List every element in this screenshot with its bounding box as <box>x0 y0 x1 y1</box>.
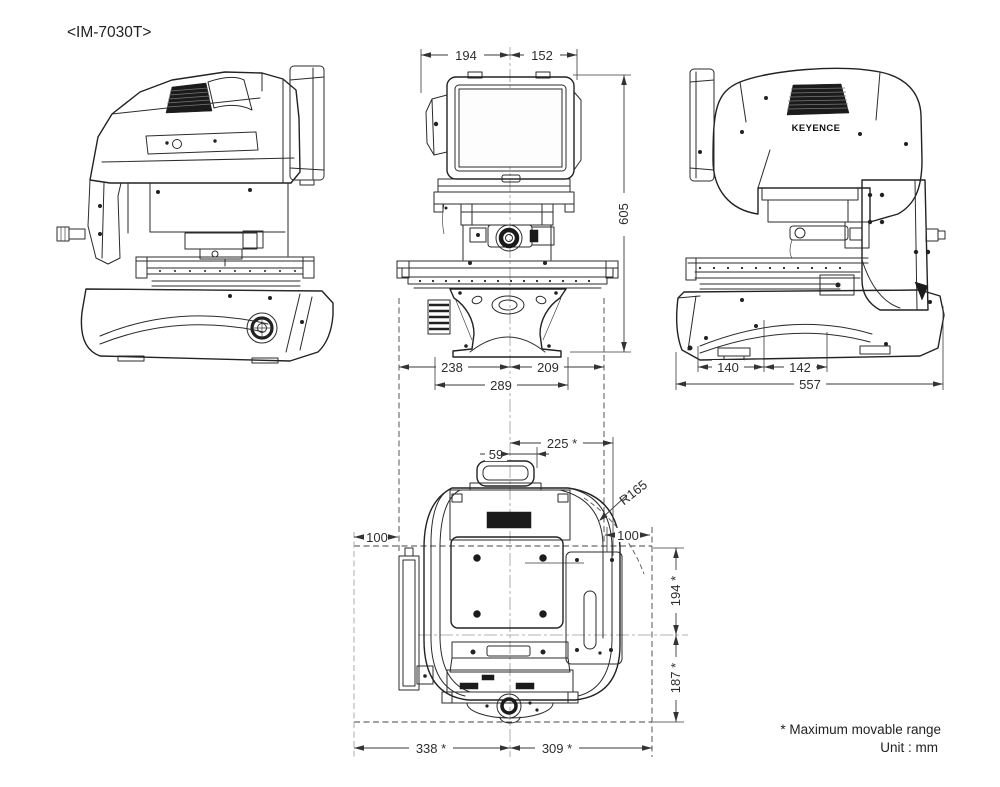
right-knob <box>925 228 946 242</box>
drawing-title: <IM-7030T> <box>67 24 151 41</box>
dim-front-top-left: 194 <box>455 48 477 63</box>
dimension-annotations: 194 152 605 238 209 289 140 142 <box>354 48 944 756</box>
monitor-top-edge <box>398 547 434 691</box>
left-knob <box>56 226 86 242</box>
stage-front <box>396 260 619 289</box>
right-side-view: KEYENCE <box>675 67 946 361</box>
monitor-front <box>425 71 582 183</box>
dim-front-bottom-left: 238 <box>441 360 463 375</box>
side-connector <box>427 299 451 335</box>
monitor-side-profile <box>289 65 325 186</box>
front-view <box>396 71 619 358</box>
body-outline-top <box>423 487 621 701</box>
stage-right-view <box>685 257 869 296</box>
dim-side-bottom-left: 140 <box>717 360 739 375</box>
note-unit: Unit : mm <box>880 740 938 755</box>
vent-grille <box>165 82 213 114</box>
stage-side <box>135 256 315 287</box>
control-strip <box>145 131 259 155</box>
dim-front-bottom-right: 209 <box>537 360 559 375</box>
dim-top-margin-right: 100 <box>617 528 639 543</box>
column-right <box>861 179 931 311</box>
footnotes: * Maximum movable range Unit : mm <box>780 722 941 755</box>
monitor-screen <box>458 88 563 168</box>
vent-top <box>486 511 532 529</box>
top-view <box>398 460 645 724</box>
left-side-view <box>56 65 334 364</box>
base-side <box>80 288 334 364</box>
stage-rails-top <box>441 641 579 704</box>
dim-front-top-right: 152 <box>531 48 553 63</box>
base-right-view <box>675 281 945 361</box>
dim-top-handle-offset: 59 <box>489 447 503 462</box>
dim-top-margin-left: 100 <box>366 530 388 545</box>
lens-assembly <box>462 224 555 265</box>
dim-side-total-depth: 557 <box>799 377 821 392</box>
keyence-logo: KEYENCE <box>792 123 841 134</box>
dim-top-range-bottom-right: 309 * <box>542 741 572 756</box>
dim-top-range-upper: 194 * <box>668 576 683 606</box>
stage-plate-top <box>450 536 584 629</box>
note-max-movable-range: * Maximum movable range <box>780 722 941 737</box>
carry-handle-top <box>469 460 542 491</box>
jog-dial <box>246 312 278 344</box>
dim-side-bottom-right: 142 <box>789 360 811 375</box>
dim-top-reach: 225 * <box>547 436 577 451</box>
base-nose-top <box>466 693 554 724</box>
right-plate-top <box>565 551 623 665</box>
head-right <box>712 67 923 223</box>
dim-top-range-bottom-left: 338 * <box>416 741 446 756</box>
arm-right <box>761 187 870 259</box>
dim-top-range-lower: 187 * <box>668 663 683 693</box>
dim-top-swing-radius: R165 <box>616 477 650 508</box>
dim-front-height: 605 <box>616 203 631 225</box>
dim-front-base-width: 289 <box>490 378 512 393</box>
carry-handle-profile <box>207 76 253 111</box>
monitor-side-profile-right <box>689 68 715 182</box>
base-front <box>427 288 567 358</box>
